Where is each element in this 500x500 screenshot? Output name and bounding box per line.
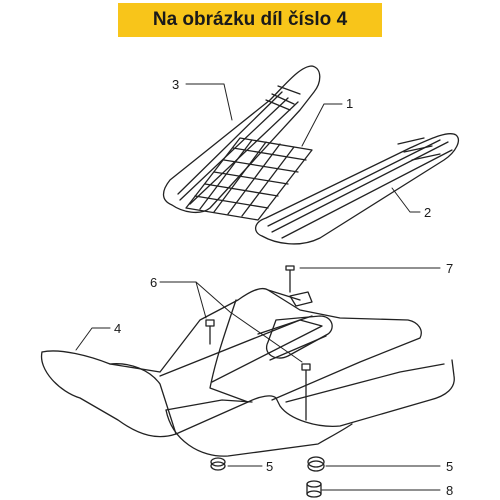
- part-3-floor-mat: [162, 65, 321, 214]
- screw-6-a: [205, 319, 215, 345]
- bushing-8: [306, 480, 322, 498]
- title-text: Na obrázku díl číslo 4: [152, 9, 348, 30]
- callout-3: 3: [172, 77, 179, 92]
- title-banner: Na obrázku díl číslo 4: [118, 3, 382, 37]
- callout-2: 2: [424, 205, 431, 220]
- callout-7: 7: [446, 261, 453, 276]
- callout-4: 4: [114, 321, 121, 336]
- callout-8: 8: [446, 483, 453, 498]
- part-1-grid-mat: [185, 137, 313, 221]
- screw-6-b: [301, 363, 311, 421]
- callout-5-left: 5: [266, 459, 273, 474]
- leader-lines: [75, 83, 441, 491]
- part-2-side-mat: [255, 133, 459, 245]
- screw-7: [285, 265, 295, 293]
- part-4-floor-panel: [40, 287, 455, 457]
- nut-5-left: [210, 457, 226, 471]
- nut-5-right: [307, 456, 325, 472]
- callout-5-right: 5: [446, 459, 453, 474]
- callout-6: 6: [150, 275, 157, 290]
- callout-1: 1: [346, 96, 353, 111]
